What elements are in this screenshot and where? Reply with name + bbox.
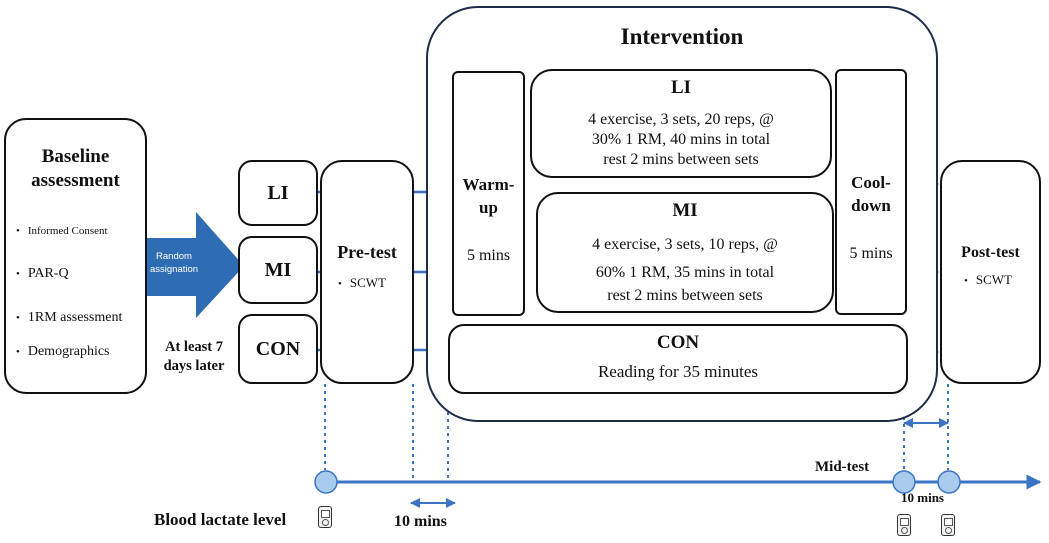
intervention-li-line2: 30% 1 RM, 40 mins in total: [591, 131, 771, 148]
warmup-title: Warm-up: [462, 175, 515, 217]
lactate-meter-icon: [897, 514, 911, 536]
intervention-li-line3: rest 2 mins between sets: [603, 151, 759, 168]
list-item: 1RM assessment: [16, 310, 123, 326]
intervention-con-box: CON Reading for 35 minutes: [448, 324, 908, 394]
intervention-mi-line2: 60% 1 RM, 35 mins in total: [595, 264, 775, 281]
baseline-title: Baseline assessment: [31, 146, 120, 191]
group-con-label: CON: [255, 338, 301, 360]
list-item: SCWT: [964, 272, 1012, 288]
intervention-mi-box: MI 4 exercise, 3 sets, 10 reps, @ 60% 1 …: [536, 192, 834, 313]
list-item: Informed Consent: [16, 225, 108, 237]
baseline-box: Baseline assessment Informed Consent PAR…: [4, 118, 147, 394]
group-con-box: CON: [238, 314, 318, 384]
delay-label: At least 7 days later: [163, 339, 225, 374]
gap-pre-label: 10 mins: [394, 513, 447, 530]
intervention-mi-line1: 4 exercise, 3 sets, 10 reps, @: [592, 236, 778, 253]
warmup-box: Warm-up 5 mins: [452, 71, 525, 316]
timeline-node-posttest: [937, 470, 961, 494]
cooldown-duration: 5 mins: [849, 245, 893, 262]
pretest-box: Pre-test SCWT: [320, 160, 414, 384]
posttest-box: Post-test SCWT: [940, 160, 1041, 384]
intervention-con-title: CON: [656, 332, 700, 353]
random-assignation-label: Random assignation: [150, 251, 199, 275]
pretest-title: Pre-test: [337, 242, 397, 262]
intervention-con-text: Reading for 35 minutes: [597, 362, 759, 381]
group-mi-label: MI: [264, 259, 292, 281]
random-assignation-arrow: [146, 212, 244, 318]
list-item: Demographics: [16, 344, 110, 360]
lactate-meter-icon: [318, 506, 332, 528]
blood-lactate-label: Blood lactate level: [154, 510, 287, 529]
list-item: SCWT: [338, 275, 386, 291]
group-li-label: LI: [267, 182, 289, 204]
group-li-box: LI: [238, 160, 318, 226]
midtest-label: Mid-test: [815, 459, 870, 475]
warmup-duration: 5 mins: [466, 247, 511, 264]
lactate-meter-icon: [941, 514, 955, 536]
timeline-node-pretest: [314, 470, 338, 494]
posttest-title: Post-test: [961, 244, 1020, 261]
list-item: PAR-Q: [16, 266, 69, 282]
intervention-mi-line3: rest 2 mins between sets: [607, 287, 763, 304]
group-mi-box: MI: [238, 236, 318, 304]
timeline-node-midtest: [892, 470, 916, 494]
intervention-li-title: LI: [670, 77, 692, 98]
gap-post-label: 10 mins: [901, 490, 944, 505]
intervention-li-line1: 4 exercise, 3 sets, 20 reps, @: [588, 111, 774, 128]
intervention-title: Intervention: [620, 24, 744, 49]
intervention-mi-title: MI: [672, 200, 698, 221]
intervention-li-box: LI 4 exercise, 3 sets, 20 reps, @ 30% 1 …: [530, 69, 832, 178]
cooldown-box: Cool-down 5 mins: [835, 69, 907, 315]
cooldown-title: Cool-down: [851, 173, 891, 215]
